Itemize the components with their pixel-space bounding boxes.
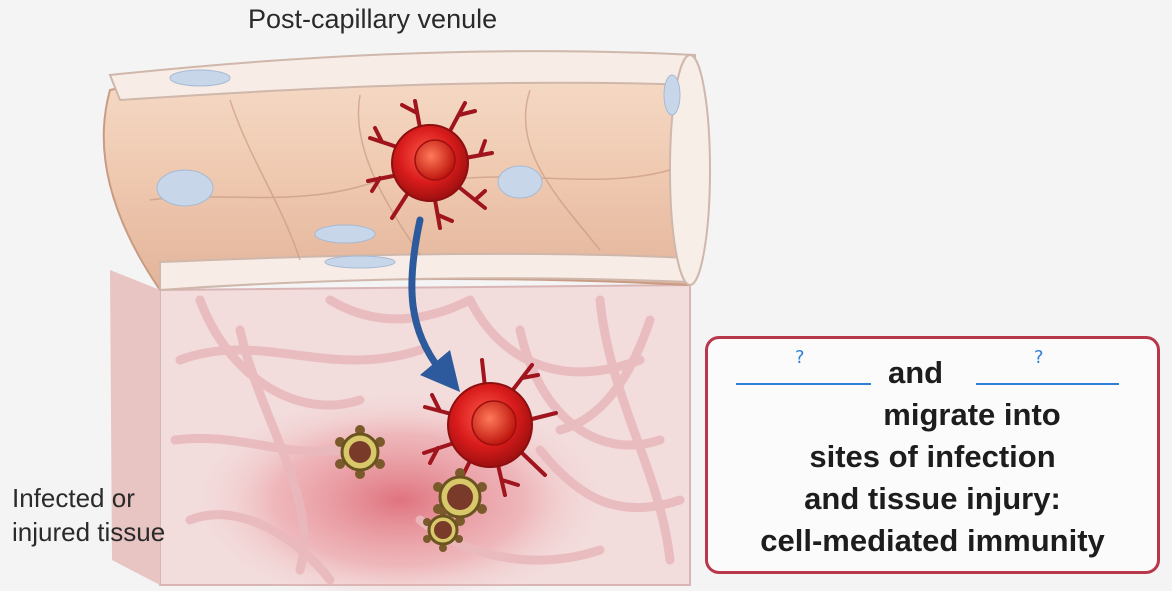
callout-line-4: cell-mediated immunity [760, 523, 1105, 558]
tissue-label-line-1: Infected or [12, 483, 135, 513]
microbe-1 [335, 425, 385, 479]
leukocyte-in-tissue [422, 358, 558, 497]
tissue-fibers [170, 295, 685, 585]
microbes [335, 425, 487, 552]
callout-line-3: and tissue injury: [804, 481, 1061, 516]
blank-line-2 [976, 383, 1119, 385]
and-word: and [888, 355, 944, 390]
blank-1-mark: ? [795, 347, 805, 368]
microbe-3 [423, 508, 463, 552]
tissue-label-line-2: injured tissue [12, 517, 166, 547]
microbe-2 [433, 468, 487, 526]
blank-line-1 [736, 383, 871, 385]
leukocyte-in-venule [366, 99, 494, 230]
tissue-block [110, 270, 691, 591]
migration-arrow [408, 216, 460, 392]
endothelial-nuclei [156, 69, 681, 269]
callout-line-1: migrate into [883, 397, 1061, 432]
tissue-label: Infected or injured tissue [12, 481, 165, 549]
callout-line-2: sites of infection [809, 439, 1056, 474]
callout-box: ? and ? migrate into sites of infection … [705, 336, 1160, 574]
blank-2-mark: ? [1034, 347, 1044, 368]
venule-title: Post-capillary venule [248, 4, 498, 34]
